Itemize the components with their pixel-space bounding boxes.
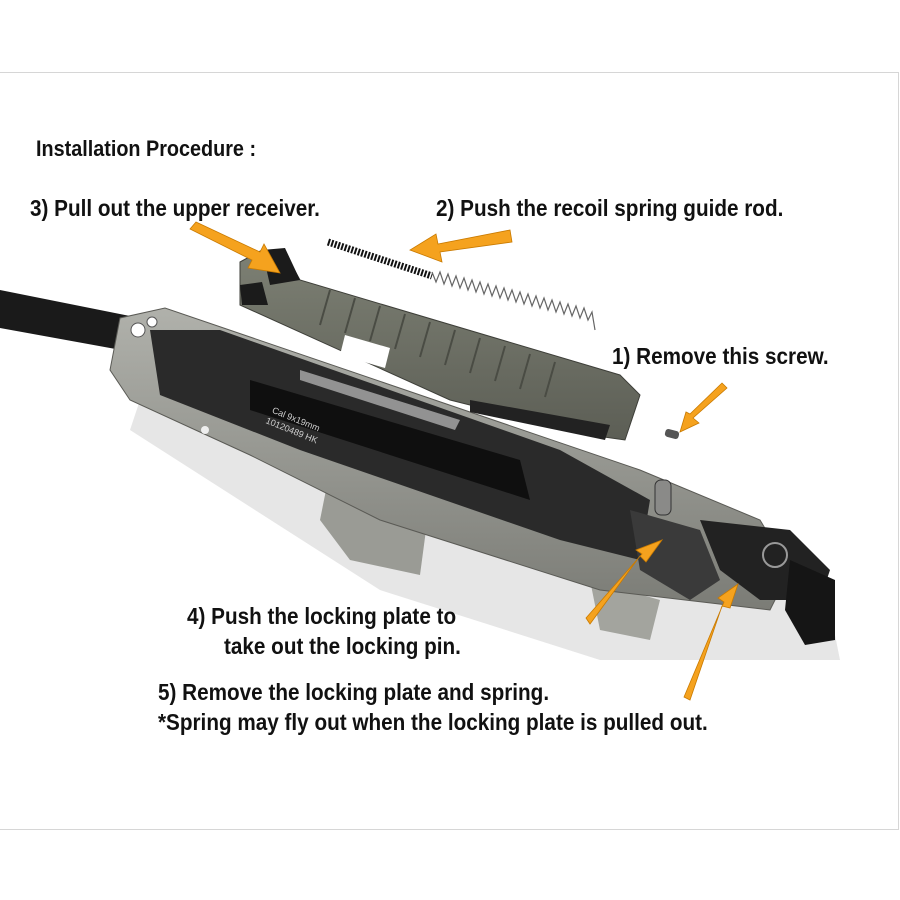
arrow-step5-icon xyxy=(683,582,739,701)
step-4-label-line-1: 4) Push the locking plate to xyxy=(187,603,457,629)
upper-ribs xyxy=(319,289,556,398)
arrow-step4-icon xyxy=(585,539,664,625)
ejection-port xyxy=(340,335,390,368)
guide-rod xyxy=(326,238,434,280)
barrel xyxy=(0,290,140,352)
step-4-label-line-2: take out the locking pin. xyxy=(224,633,461,659)
arrow-step2-icon xyxy=(409,229,513,263)
recoil-spring xyxy=(431,270,596,331)
screw xyxy=(664,428,680,440)
bolt xyxy=(250,380,530,500)
muzzle xyxy=(785,560,835,645)
step-1-label: 1) Remove this screw. xyxy=(612,343,829,369)
arrow-step1-icon xyxy=(679,382,728,433)
step-3-label: 3) Pull out the upper receiver. xyxy=(30,195,320,221)
pin-hole xyxy=(201,426,209,434)
locking-spring xyxy=(762,542,788,568)
warning-note: *Spring may fly out when the locking pla… xyxy=(158,709,708,735)
rear-block xyxy=(240,282,268,305)
arrow-step3-icon xyxy=(189,221,281,274)
sling-hole xyxy=(146,316,158,328)
bolt-highlight xyxy=(300,370,460,430)
step-5-label: 5) Remove the locking plate and spring. xyxy=(158,679,550,705)
locking-plate xyxy=(630,510,720,600)
sling-hole xyxy=(130,322,146,338)
upper-rail xyxy=(470,400,610,440)
page-title: Installation Procedure : xyxy=(36,136,257,161)
step-2-label: 2) Push the recoil spring guide rod. xyxy=(436,195,784,221)
image-frame xyxy=(0,72,899,830)
locking-pin xyxy=(654,479,672,516)
